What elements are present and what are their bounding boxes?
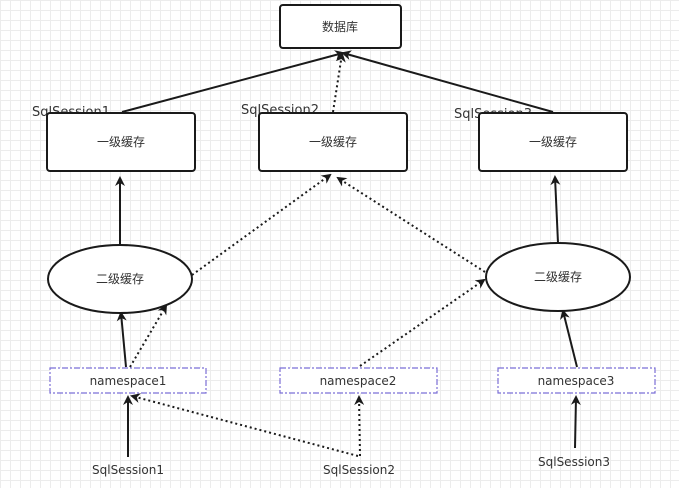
edge-session2-to-ns1	[130, 393, 359, 457]
edge-l2cache2-to-cache2	[336, 176, 486, 273]
edge-session2-to-ns2	[354, 395, 365, 457]
session2-bottom-label: SqlSession2	[323, 463, 395, 477]
first-level-cache-3-label: 一级缓存	[529, 135, 577, 149]
edge-l2cache1-to-cache2	[191, 173, 332, 276]
first-level-cache-2	[258, 112, 408, 172]
first-level-cache-2-label: 一级缓存	[309, 135, 357, 149]
session1-bottom-label: SqlSession1	[92, 463, 164, 477]
edge-cache2-to-database	[332, 52, 346, 113]
edge-session3-to-ns3	[570, 395, 581, 449]
second-level-cache-1	[47, 244, 193, 314]
edge-l2cache2-to-cache3	[550, 175, 561, 244]
edge-ns1-to-l2cache1	[116, 311, 127, 368]
namespace-3	[497, 367, 656, 394]
edge-cache3-to-database	[341, 50, 554, 113]
namespace-1	[49, 367, 207, 394]
edge-ns3-to-l2cache2	[560, 309, 578, 368]
edge-ns2-to-l2cache2	[359, 278, 486, 367]
namespace-1-label: namespace1	[90, 374, 167, 388]
first-level-cache-1-label: 一级缓存	[97, 135, 145, 149]
namespace-3-label: namespace3	[538, 374, 615, 388]
namespace-2-label: namespace2	[320, 374, 397, 388]
first-level-cache-1	[46, 112, 196, 172]
database-label: 数据库	[322, 19, 358, 34]
second-level-cache-2	[485, 242, 631, 312]
second-level-cache-1-label: 二级缓存	[96, 272, 144, 286]
namespace-2	[279, 367, 438, 394]
session3-bottom-label: SqlSession3	[538, 455, 610, 469]
second-level-cache-2-label: 二级缓存	[534, 270, 582, 284]
edge-ns1-to-l2cache1-dotted	[129, 304, 168, 368]
database-node	[279, 4, 402, 49]
edge-cache1-to-database	[121, 50, 345, 113]
first-level-cache-3	[478, 112, 628, 172]
